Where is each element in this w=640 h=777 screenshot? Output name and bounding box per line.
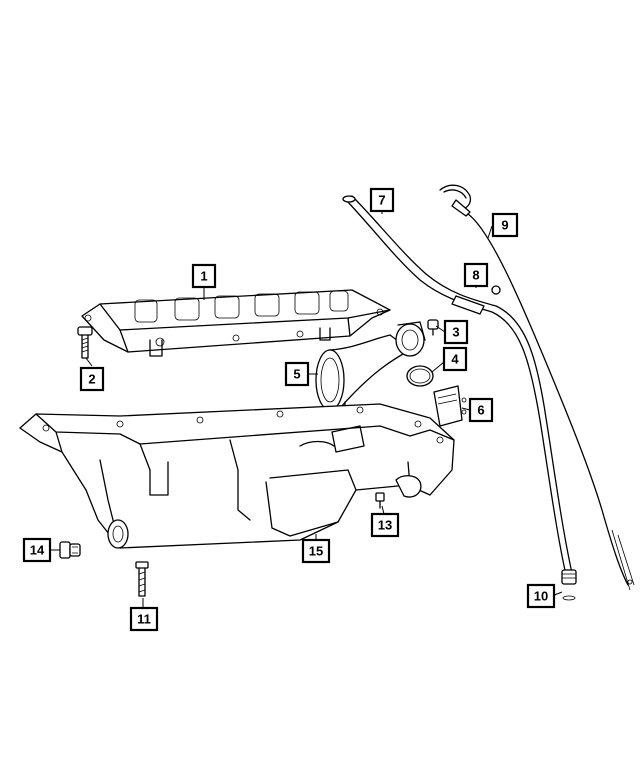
callout-9: 9 [491,212,519,238]
oil-pan-illustration [19,403,455,549]
callout-10-label: 10 [534,589,548,604]
o-ring-illustration [406,365,434,387]
callout-2-label: 2 [88,372,95,387]
baffle-plate-illustration [433,385,467,427]
callout-10: 10 [526,583,556,609]
callout-9-label: 9 [501,218,508,233]
bolt-11-illustration [135,561,149,597]
callout-1: 1 [191,263,217,289]
callout-3-label: 3 [452,325,459,340]
callout-5: 5 [284,361,310,387]
callout-8-label: 8 [472,268,479,283]
callout-6-label: 6 [477,403,484,418]
windage-tray-illustration [81,289,391,357]
callout-14-label: 14 [30,543,45,558]
callout-13: 13 [370,512,400,538]
dipstick-tube-illustration [342,195,577,601]
dipstick-indicator-illustration [439,184,635,591]
callout-13-label: 13 [378,518,392,533]
callout-4: 4 [442,346,468,372]
callout-7-label: 7 [378,193,385,208]
callout-8: 8 [463,262,489,288]
callout-6: 6 [468,397,494,423]
callout-1-label: 1 [200,269,207,284]
callout-15-label: 15 [309,544,323,559]
callout-7: 7 [369,187,395,213]
callout-11-label: 11 [137,612,151,627]
callout-5-label: 5 [293,367,300,382]
callout-15: 15 [301,538,331,564]
clip-8-illustration [491,285,501,295]
callout-11: 11 [129,606,159,632]
callout-14: 14 [22,537,52,563]
callout-2: 2 [79,366,105,392]
bolt-3-illustration [427,319,439,336]
bolt-2-illustration [77,326,93,359]
callout-4-label: 4 [451,352,459,367]
bolt-13-illustration [375,492,385,509]
drain-plug-illustration [59,541,81,559]
callout-3: 3 [443,319,469,345]
